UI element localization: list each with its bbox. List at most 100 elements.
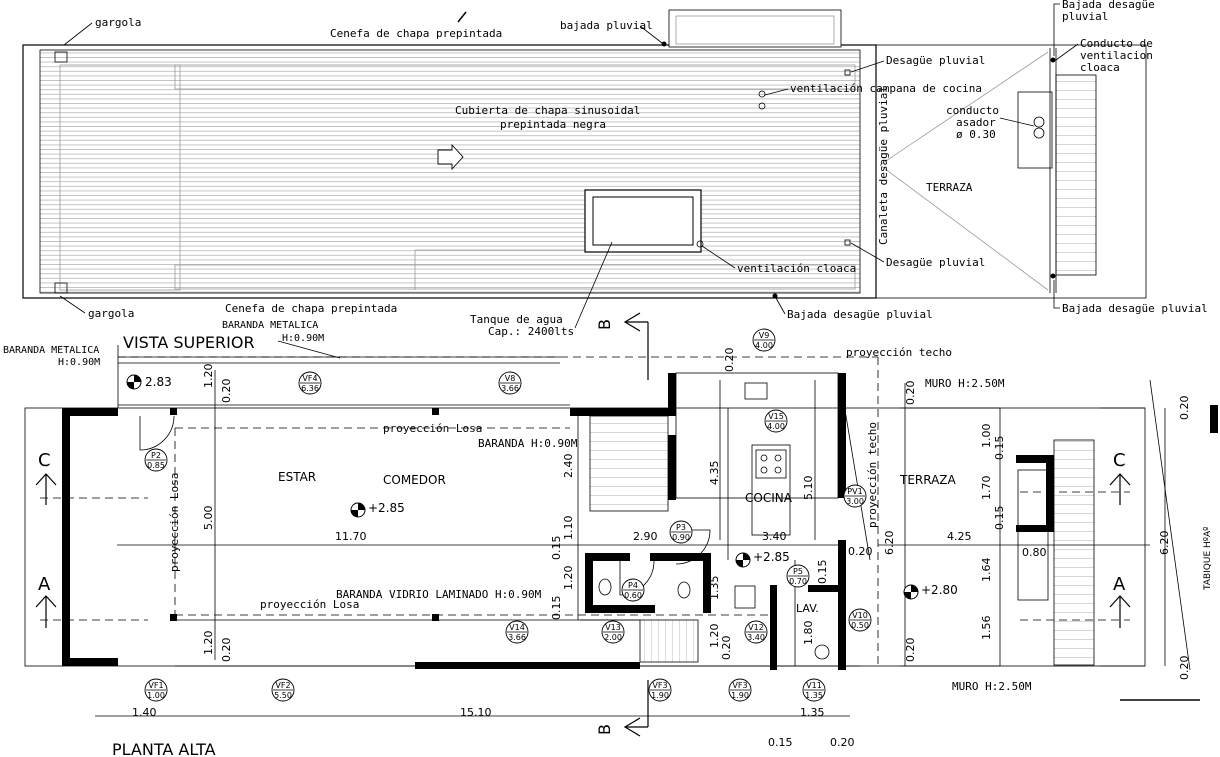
label-proyeccion-losa-1: proyección Losa: [383, 422, 482, 435]
opening-tag-value: 0.50: [851, 621, 869, 630]
label-bajada-right-bottom: Bajada desagüe pluvial: [1062, 302, 1208, 315]
dim: 0.15: [550, 596, 563, 621]
opening-tag-code: VF3: [732, 681, 747, 690]
dim: 0.15: [550, 536, 563, 561]
opening-tag-code: P4: [628, 581, 638, 590]
dim: 3.40: [762, 530, 787, 543]
dim: 0.20: [848, 545, 873, 558]
opening-tag-value: 0.60: [624, 591, 642, 600]
opening-tag-code: V8: [505, 374, 516, 383]
section-b-top: B: [595, 319, 614, 330]
dim: 2.40: [562, 454, 575, 479]
dim: 5.10: [802, 476, 815, 501]
opening-tag-value: 3.66: [501, 384, 519, 393]
opening-tag-code: PV1: [847, 487, 862, 496]
label-comedor: COMEDOR: [383, 473, 446, 487]
opening-tag-value: 4.00: [767, 422, 785, 431]
opening-tag-value: 3.40: [747, 633, 765, 642]
opening-tag-code: P2: [151, 451, 161, 460]
dim: 1.10: [562, 516, 575, 541]
toilet-icon: [598, 578, 612, 596]
opening-tag: P50.70: [786, 564, 810, 588]
label-ventilacion-cloaca: ventilación cloaca: [737, 262, 856, 275]
label-estar: ESTAR: [278, 470, 316, 484]
label-baranda-metalica-left-1: BARANDA METALICA: [3, 345, 99, 356]
dim: 0.20: [904, 381, 917, 406]
opening-tag-code: V11: [806, 681, 822, 690]
dim: 0.20: [904, 638, 917, 663]
opening-tags: P20.85VF46.36V83.66V94.00V154.00PV13.00P…: [144, 328, 872, 702]
opening-tag-value: 1.90: [731, 691, 749, 700]
label-tanque-1: Tanque de agua: [470, 313, 563, 326]
label-conducto-vent-1: Conducto de: [1080, 37, 1153, 50]
label-gargola-bottom: gargola: [88, 307, 134, 320]
dim: 1.40: [132, 706, 157, 719]
slope-arrow-icon: [437, 143, 464, 171]
label-terraza: TERRAZA: [899, 473, 957, 487]
label-gargola-top: gargola: [95, 16, 141, 29]
opening-tag-code: V15: [768, 412, 784, 421]
label-proyeccion-techo-vertical: proyección techo: [866, 422, 879, 528]
dim: 1.20: [708, 624, 721, 649]
level-marker-cocina: [735, 552, 751, 568]
dim: 1.64: [980, 558, 993, 583]
gargola-top-icon: [54, 51, 68, 63]
section-c-right: C: [1113, 450, 1126, 471]
opening-tag-code: V12: [748, 623, 764, 632]
label-ventilacion-campana: ventilación campana de cocina: [790, 82, 982, 95]
dim: 0.80: [1022, 546, 1047, 559]
dim: 15.10: [460, 706, 492, 719]
opening-tag: P20.85: [144, 448, 168, 472]
level-estar: +2.85: [368, 501, 405, 515]
dim: 1.56: [980, 616, 993, 641]
dim: 1.80: [802, 621, 815, 646]
label-tanque-2: Cap.: 2400lts: [488, 325, 574, 338]
label-baranda-metalica-left-2: H:0.90M: [58, 357, 100, 368]
opening-tag-value: 5.50: [274, 691, 292, 700]
door-p2: [139, 415, 175, 451]
dim: 1.35: [708, 576, 721, 601]
stove-icon: [755, 449, 787, 479]
dim: 0.20: [1178, 396, 1191, 421]
opening-tag: P30.90: [669, 520, 693, 544]
label-conducto-3: ø 0.30: [956, 128, 996, 141]
label-baranda: BARANDA H:0.90M: [478, 437, 578, 450]
opening-tag-code: VF3: [652, 681, 667, 690]
dim: 2.90: [633, 530, 658, 543]
label-bajada-right-top-1: Bajada desagüe: [1062, 0, 1155, 11]
level-marker-estar: [350, 502, 366, 518]
label-canaleta: Canaleta desagüe pluvial: [877, 86, 890, 245]
level-terraza: +2.80: [921, 583, 958, 597]
label-proyeccion-losa-vertical: proyección Losa: [168, 473, 181, 572]
dim: 1.00: [980, 424, 993, 449]
label-cenefa-bottom: Cenefa de chapa prepintada: [225, 302, 397, 315]
label-cenefa-top: Cenefa de chapa prepintada: [330, 27, 502, 40]
level-balcony: 2.83: [145, 375, 172, 389]
label-baranda-metalica-top-1: BARANDA METALICA: [222, 320, 318, 331]
terrace-stair: [1055, 74, 1097, 276]
opening-tag-code: VF2: [275, 681, 290, 690]
opening-tag-value: 4.00: [755, 341, 773, 350]
dim: 0.20: [220, 638, 233, 663]
terrace-roof: [875, 44, 1147, 299]
level-marker-balcony: [126, 374, 142, 390]
dim: 1.20: [202, 631, 215, 656]
title-planta-alta: PLANTA ALTA: [112, 740, 216, 757]
level-cocina: +2.85: [753, 550, 790, 564]
label-bajada-pluvial: bajada pluvial: [560, 19, 653, 32]
opening-tag-code: VF1: [148, 681, 163, 690]
label-proyeccion-techo-top: proyección techo: [846, 346, 952, 359]
floor-plan: [24, 312, 1218, 737]
dim: 0.15: [816, 560, 829, 585]
dim: 0.15: [768, 736, 793, 749]
dim: 1.20: [562, 566, 575, 591]
opening-tag-code: V14: [509, 623, 525, 632]
dim: 1.35: [800, 706, 825, 719]
dim: 0.15: [993, 506, 1006, 531]
